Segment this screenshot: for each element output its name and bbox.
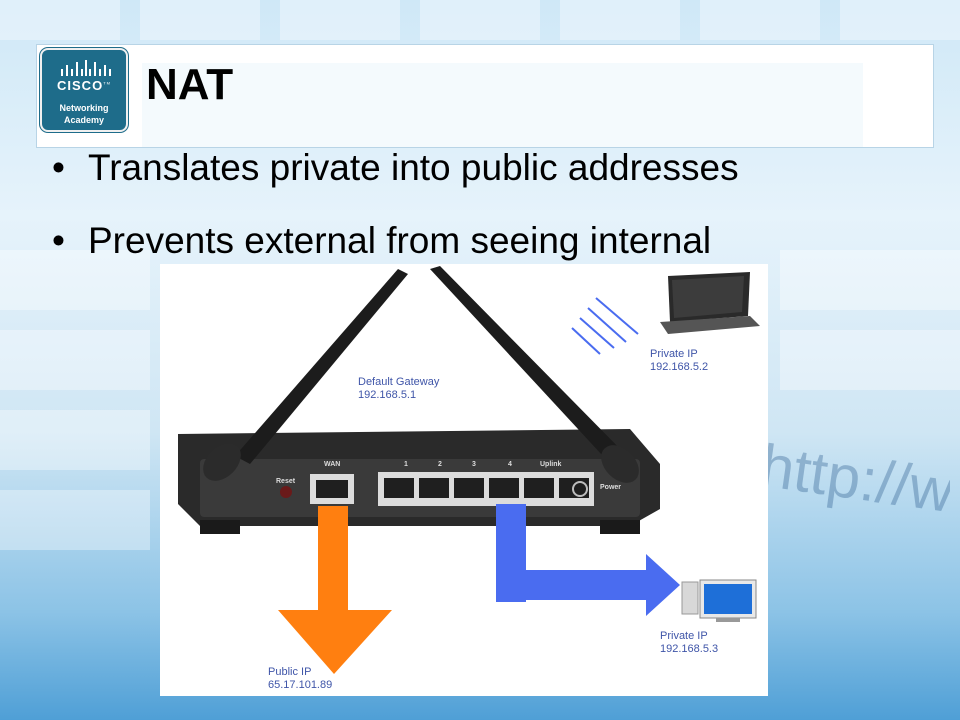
router-foot-right [600, 520, 640, 534]
public-arrow-icon [278, 506, 392, 674]
bullet-text: Prevents external from seeing internal [88, 220, 712, 261]
desktop-ip-label: Private IP 192.168.5.3 [660, 630, 718, 656]
public-ip-label: Public IP 65.17.101.89 [268, 666, 332, 692]
desktop-computer-icon [681, 579, 757, 622]
background-url-graphic: http://www [760, 420, 950, 720]
cisco-bars-icon [61, 60, 111, 76]
lan-ports [378, 472, 594, 506]
wifi-signal-icon [571, 297, 639, 355]
public-ip-title: Public IP [268, 666, 312, 678]
gateway-title: Default Gateway [358, 376, 440, 388]
laptop-icon [660, 272, 760, 334]
laptop-ip-value: 192.168.5.2 [650, 361, 709, 373]
nat-diagram: Reset WAN 1 2 3 4 Uplink Power Default G… [160, 264, 768, 696]
bullet-dot-icon: • [52, 220, 65, 261]
port-4-label: 4 [508, 461, 512, 468]
title-panel [36, 44, 934, 148]
public-ip-value: 65.17.101.89 [268, 679, 333, 691]
private-arrow-icon [496, 504, 680, 616]
port-2-label: 2 [438, 461, 442, 468]
logo-line-1: Networking [59, 103, 109, 113]
bullet-item: • Prevents external from seeing internal [52, 217, 739, 265]
power-label: Power [600, 484, 622, 491]
desktop-ip-title: Private IP [660, 630, 708, 642]
bullet-text: Translates private into public addresses [88, 147, 739, 188]
background-url-text: http://www [760, 431, 950, 538]
port-3-label: 3 [472, 461, 476, 468]
router-illustration [178, 266, 760, 674]
slide-title: NAT [146, 60, 234, 109]
bullet-item: • Translates private into public address… [52, 144, 739, 192]
reset-button [280, 486, 292, 498]
wan-label: WAN [324, 461, 341, 468]
laptop-ip-label: Private IP 192.168.5.2 [650, 348, 708, 374]
gateway-label: Default Gateway 192.168.5.1 [358, 376, 439, 402]
laptop-ip-title: Private IP [650, 348, 698, 360]
reset-label: Reset [276, 478, 296, 485]
cisco-networking-academy-logo: CISCOTM Networking Academy [40, 48, 128, 132]
gateway-ip: 192.168.5.1 [358, 389, 417, 401]
port-1-label: 1 [404, 461, 408, 468]
uplink-label: Uplink [540, 461, 562, 468]
logo-line-2: Academy [63, 115, 105, 125]
logo-trademark: TM [103, 80, 111, 86]
power-jack [572, 481, 588, 497]
bullet-list: • Translates private into public address… [52, 144, 739, 265]
logo-brand: CISCO [57, 78, 104, 93]
antenna-left-icon [203, 269, 408, 481]
desktop-ip-value: 192.168.5.3 [660, 643, 719, 655]
antenna-right-icon [430, 266, 639, 483]
bullet-dot-icon: • [52, 147, 65, 188]
router-foot-left [200, 520, 240, 534]
